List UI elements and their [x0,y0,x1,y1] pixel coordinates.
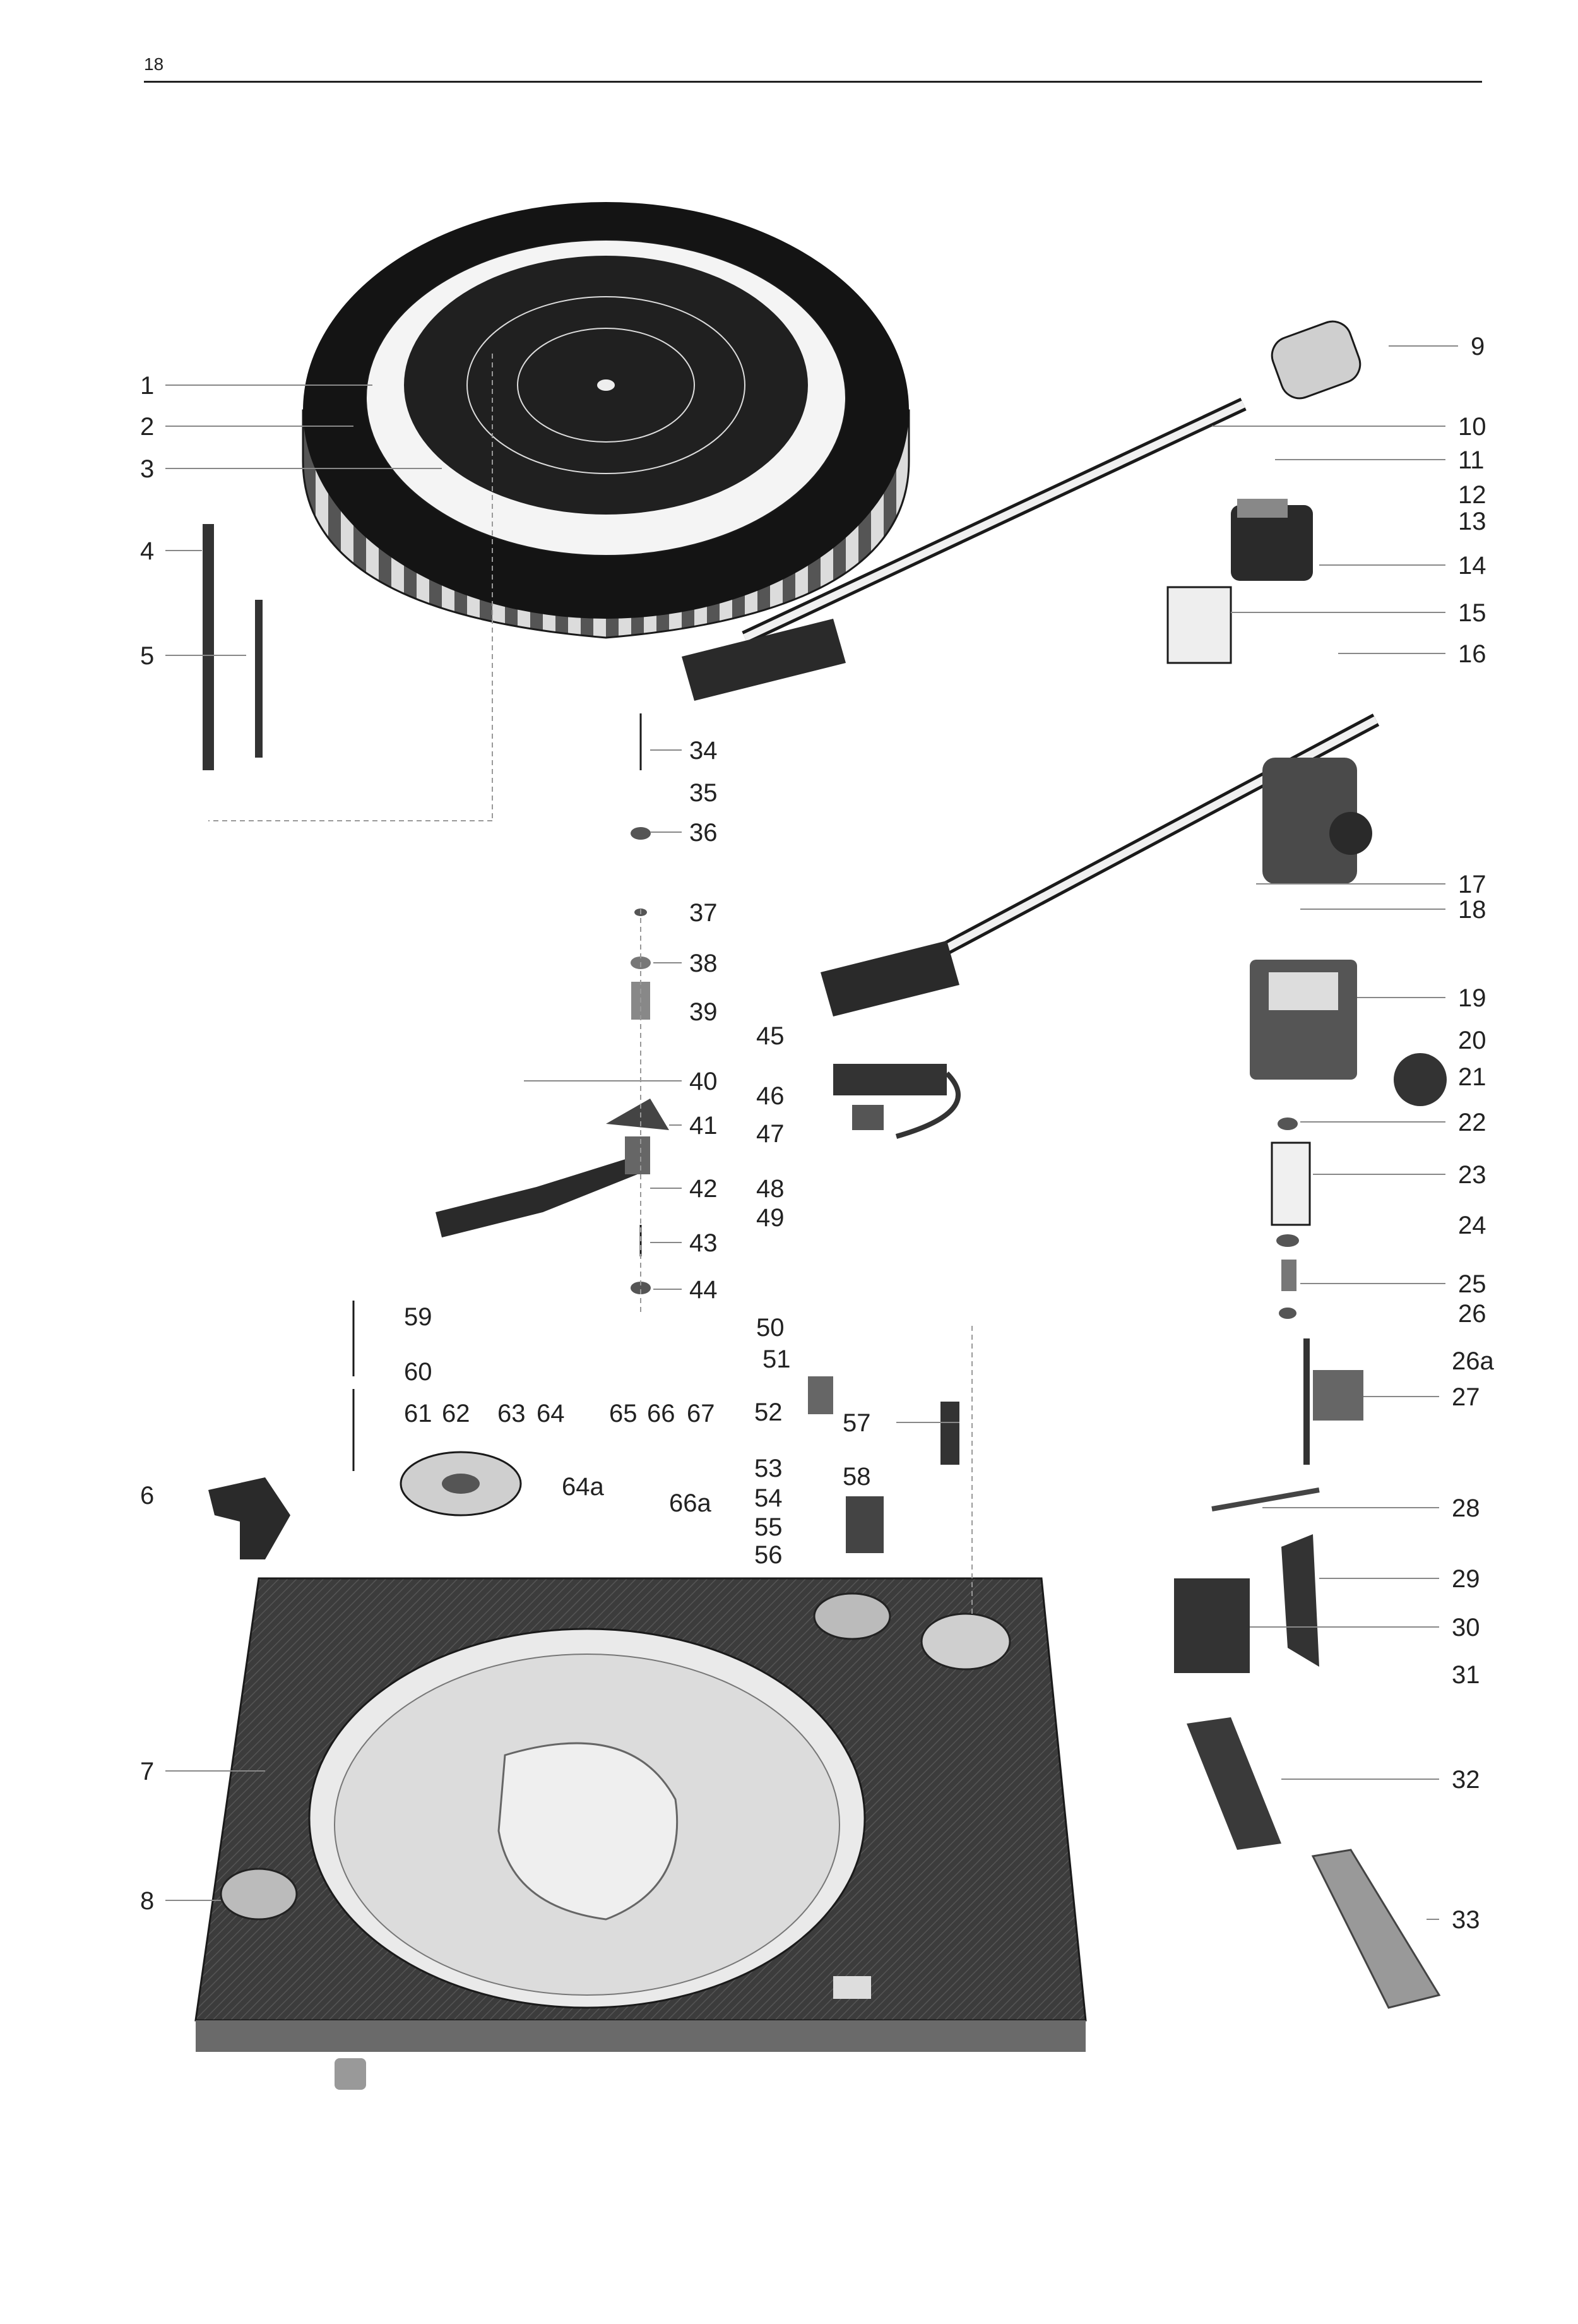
callout-label-41: 41 [689,1112,718,1140]
callout-label-63: 63 [497,1400,526,1427]
callout-label-48: 48 [756,1175,785,1203]
callout-label-64: 64 [537,1400,565,1427]
callout-label-3: 3 [140,455,154,483]
callout-label-50: 50 [756,1314,785,1342]
callout-label-15: 15 [1458,599,1486,627]
callout-label-44: 44 [689,1276,718,1304]
callout-label-56: 56 [754,1541,783,1569]
callout-label-65: 65 [609,1400,638,1427]
tonearm-upper [682,320,1361,701]
tonearm-lower [821,713,1380,1016]
callout-label-13: 13 [1458,508,1486,535]
callout-label-49: 49 [756,1204,785,1232]
callout-label-20: 20 [1458,1027,1486,1054]
callout-label-23: 23 [1458,1161,1486,1189]
callout-label-12: 12 [1458,481,1486,509]
callout-label-19: 19 [1458,984,1486,1012]
callout-label-7: 7 [140,1758,154,1785]
callout-label-26a: 26a [1452,1347,1494,1375]
callout-label-51: 51 [762,1345,791,1373]
callout-label-28: 28 [1452,1494,1480,1522]
callout-label-32: 32 [1452,1766,1480,1794]
callout-label-54: 54 [754,1484,783,1512]
callout-label-60: 60 [404,1358,432,1386]
callout-label-39: 39 [689,998,718,1026]
callout-label-55: 55 [754,1513,783,1541]
callout-label-58: 58 [843,1463,871,1491]
callout-label-66a: 66a [669,1489,711,1517]
callout-label-36: 36 [689,819,718,847]
callout-label-9: 9 [1471,333,1485,361]
callout-label-26: 26 [1458,1300,1486,1328]
callout-label-24: 24 [1458,1212,1486,1239]
callout-label-42: 42 [689,1175,718,1203]
callout-label-43: 43 [689,1229,718,1257]
callout-labels: 1234567891011121314151617181920212223242… [140,333,1494,1934]
callout-label-25: 25 [1458,1270,1486,1298]
callout-label-45: 45 [756,1022,785,1050]
callout-label-22: 22 [1458,1109,1486,1136]
callout-label-8: 8 [140,1887,154,1915]
callout-label-52: 52 [754,1398,783,1426]
tonearm-base-parts [1211,960,1447,1511]
callout-label-29: 29 [1452,1565,1480,1593]
callout-label-10: 10 [1458,413,1486,441]
callout-label-66: 66 [647,1400,675,1427]
callout-label-2: 2 [140,413,154,441]
page-number: 18 [144,54,164,74]
center-small-parts [203,524,961,1559]
callout-label-46: 46 [756,1082,785,1110]
cueing-parts [1174,1534,1441,2009]
callout-label-59: 59 [404,1303,432,1331]
callout-label-64a: 64a [562,1473,604,1501]
callout-label-1: 1 [140,372,154,400]
callout-label-33: 33 [1452,1906,1480,1934]
callout-label-11: 11 [1458,446,1485,474]
callout-label-40: 40 [689,1068,718,1095]
callout-label-27: 27 [1452,1383,1480,1411]
callout-label-6: 6 [140,1482,154,1510]
callout-label-14: 14 [1458,552,1486,580]
leader-lines [165,345,1458,1920]
callout-label-30: 30 [1452,1614,1480,1642]
callout-label-4: 4 [140,537,154,565]
callout-label-61: 61 [404,1400,432,1427]
callout-label-35: 35 [689,779,718,807]
callout-label-53: 53 [754,1455,783,1482]
callout-label-67: 67 [687,1400,715,1427]
callout-label-31: 31 [1452,1661,1480,1689]
callout-label-21: 21 [1458,1063,1486,1091]
plinth [194,1577,1087,2090]
callout-label-62: 62 [442,1400,470,1427]
callout-label-18: 18 [1458,896,1486,924]
callout-label-5: 5 [140,642,154,670]
callout-label-57: 57 [843,1409,871,1437]
callout-label-16: 16 [1458,640,1486,668]
callout-label-34: 34 [689,737,718,765]
callout-label-38: 38 [689,950,718,977]
callout-label-17: 17 [1458,871,1486,898]
callout-label-47: 47 [756,1120,785,1148]
header-rule [144,81,1482,83]
platter [302,202,910,639]
callout-label-37: 37 [689,899,718,927]
